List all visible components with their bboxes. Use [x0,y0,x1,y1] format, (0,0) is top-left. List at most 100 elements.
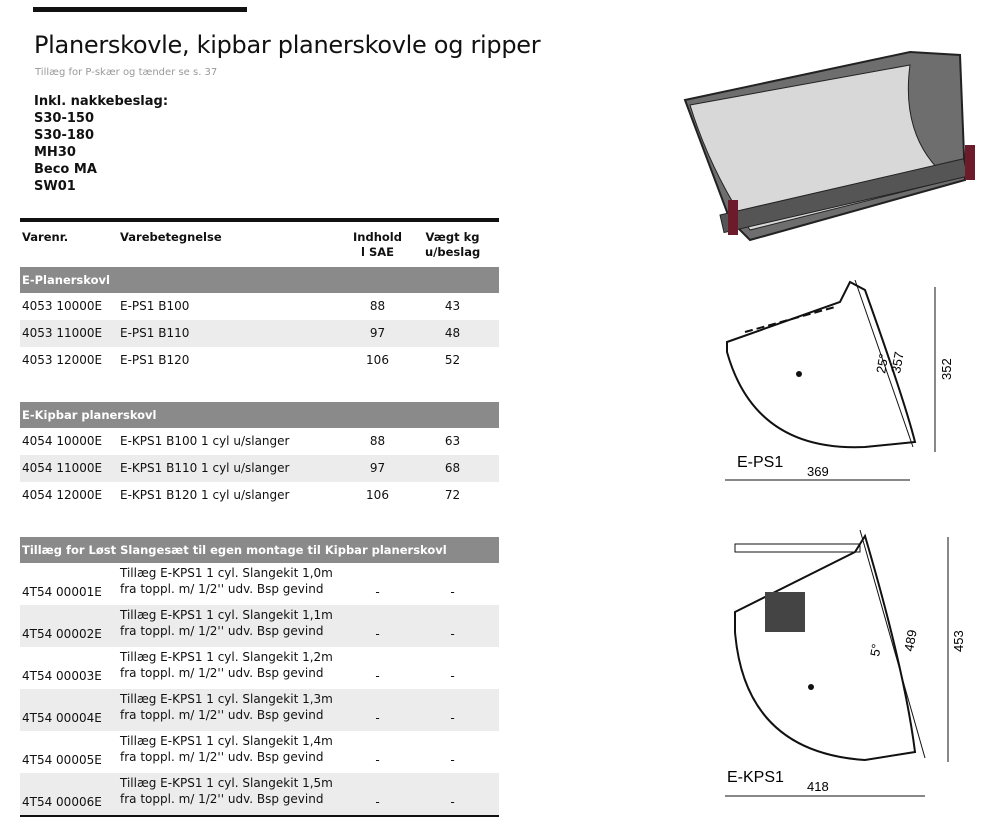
cell-desc: E-PS1 B120 [120,353,190,367]
cell-desc1: Tillæg E-KPS1 1 cyl. Slangekit 1,0m [120,566,333,580]
col-vaegt-l1: Vægt kg [425,230,480,244]
e-ps1-width: 369 [807,464,829,479]
e-ps1-diag: 357 [888,351,907,375]
cell-vaegt: - [450,753,455,767]
cell-desc: E-PS1 B110 [120,326,190,340]
e-kps1-width: 418 [807,779,829,794]
cell-nr: 4T54 00004E [22,711,102,725]
cell-nr: 4T54 00001E [22,585,102,599]
cell-desc1: Tillæg E-KPS1 1 cyl. Slangekit 1,3m [120,692,333,706]
cell-indhold: 88 [369,299,386,313]
cell-desc2: fra toppl. m/ 1/2'' udv. Bsp gevind [120,624,324,638]
col-varebetegnelse: Varebetegnelse [120,230,222,244]
cell-indhold: 97 [369,461,386,475]
table-bottom-rule [20,815,499,817]
e-kps1-label: E-KPS1 [727,769,784,786]
top-rule [33,7,247,12]
cell-desc: E-PS1 B100 [120,299,190,313]
cell-indhold: - [375,585,380,599]
section-gap [20,509,499,537]
table-row: 4T54 00001E Tillæg E-KPS1 1 cyl. Slangeki… [20,563,499,605]
cell-nr: 4053 11000E [22,326,103,340]
bucket-side-plate [728,200,738,235]
cell-indhold: - [375,753,380,767]
cell-desc2: fra toppl. m/ 1/2'' udv. Bsp gevind [120,582,324,596]
cell-desc: E-KPS1 B110 1 cyl u/slanger [120,461,290,475]
cell-indhold: 88 [369,434,386,448]
e-kps1-drawing: E-KPS1 418 489 453 5° [725,529,966,797]
bucket-3d-image [683,50,975,242]
table-row: 4T54 00004E Tillæg E-KPS1 1 cyl. Slangeki… [20,689,499,731]
page-title: Planerskovle, kipbar planerskovle og rip… [34,31,541,59]
cell-vaegt: - [450,795,455,809]
table-row: 4054 12000E E-KPS1 B120 1 cyl u/slanger 10… [20,482,499,509]
cell-nr: 4054 11000E [22,461,103,475]
cell-nr: 4053 10000E [22,299,103,313]
col-vaegt-l2: u/beslag [425,245,481,259]
cell-vaegt: - [450,585,455,599]
cell-nr: 4054 10000E [22,434,103,448]
included-item: S30-150 [34,111,94,126]
section-header: Tillæg for Løst Slangesæt til egen monta… [20,537,499,563]
table-row: 4054 11000E E-KPS1 B110 1 cyl u/slanger 97… [20,455,499,482]
cell-desc2: fra toppl. m/ 1/2'' udv. Bsp gevind [120,792,324,806]
table-row: 4054 10000E E-KPS1 B100 1 cyl u/slanger 88… [20,428,499,455]
table-row: 4053 11000E E-PS1 B110 97 48 [20,320,499,347]
cell-desc2: fra toppl. m/ 1/2'' udv. Bsp gevind [120,750,324,764]
e-kps1-diag: 489 [901,629,920,653]
bucket-side-plate [965,145,975,180]
e-kps1-angle: 5° [867,643,884,658]
cell-vaegt: - [450,627,455,641]
e-ps1-angle: 25° [873,353,891,375]
cell-indhold: 106 [366,353,389,367]
cell-desc1: Tillæg E-KPS1 1 cyl. Slangekit 1,2m [120,650,333,664]
cell-vaegt: - [450,711,455,725]
included-item: SW01 [34,179,76,194]
section-header: E-Kipbar planerskovl [20,402,499,428]
included-item: S30-180 [34,128,94,143]
cell-vaegt: 43 [444,299,461,313]
cell-vaegt: 48 [444,326,461,340]
cell-vaegt: 63 [444,434,461,448]
e-ps1-label: E-PS1 [737,454,783,471]
cell-vaegt: - [450,669,455,683]
table-row: 4T54 00003E Tillæg E-KPS1 1 cyl. Slangeki… [20,647,499,689]
cell-nr: 4053 12000E [22,353,103,367]
table-row: 4053 10000E E-PS1 B100 88 43 [20,293,499,320]
cell-indhold: - [375,669,380,683]
cell-desc1: Tillæg E-KPS1 1 cyl. Slangekit 1,5m [120,776,333,790]
included-label: Inkl. nakkebeslag: [34,94,169,109]
page-subtitle: Tillæg for P-skær og tænder se s. 37 [35,67,218,78]
col-varenr: Varenr. [22,230,69,244]
e-ps1-height: 352 [939,358,954,380]
cell-nr: 4T54 00003E [22,669,102,683]
cell-desc2: fra toppl. m/ 1/2'' udv. Bsp gevind [120,708,324,722]
table-row: 4T54 00006E Tillæg E-KPS1 1 cyl. Slangeki… [20,773,499,815]
e-kps1-height: 453 [951,630,966,652]
cell-indhold: 97 [369,326,386,340]
cell-desc: E-KPS1 B120 1 cyl u/slanger [120,488,290,502]
included-brackets: Inkl. nakkebeslag: S30-150 S30-180 MH30 … [34,93,168,195]
table-top-rule [20,218,499,222]
section-gap [20,374,499,402]
cell-nr: 4T54 00002E [22,627,102,641]
cell-indhold: - [375,627,380,641]
col-indhold-l1: Indhold [353,230,402,244]
section-header: E-Planerskovl [20,267,499,293]
cell-desc1: Tillæg E-KPS1 1 cyl. Slangekit 1,4m [120,734,333,748]
cell-vaegt: 72 [444,488,461,502]
cell-nr: 4054 12000E [22,488,103,502]
cell-desc2: fra toppl. m/ 1/2'' udv. Bsp gevind [120,666,324,680]
cell-desc: E-KPS1 B100 1 cyl u/slanger [120,434,290,448]
col-indhold-l2: l SAE [361,245,394,259]
cell-indhold: 106 [366,488,389,502]
included-item: MH30 [34,145,76,160]
cell-nr: 4T54 00006E [22,795,102,809]
